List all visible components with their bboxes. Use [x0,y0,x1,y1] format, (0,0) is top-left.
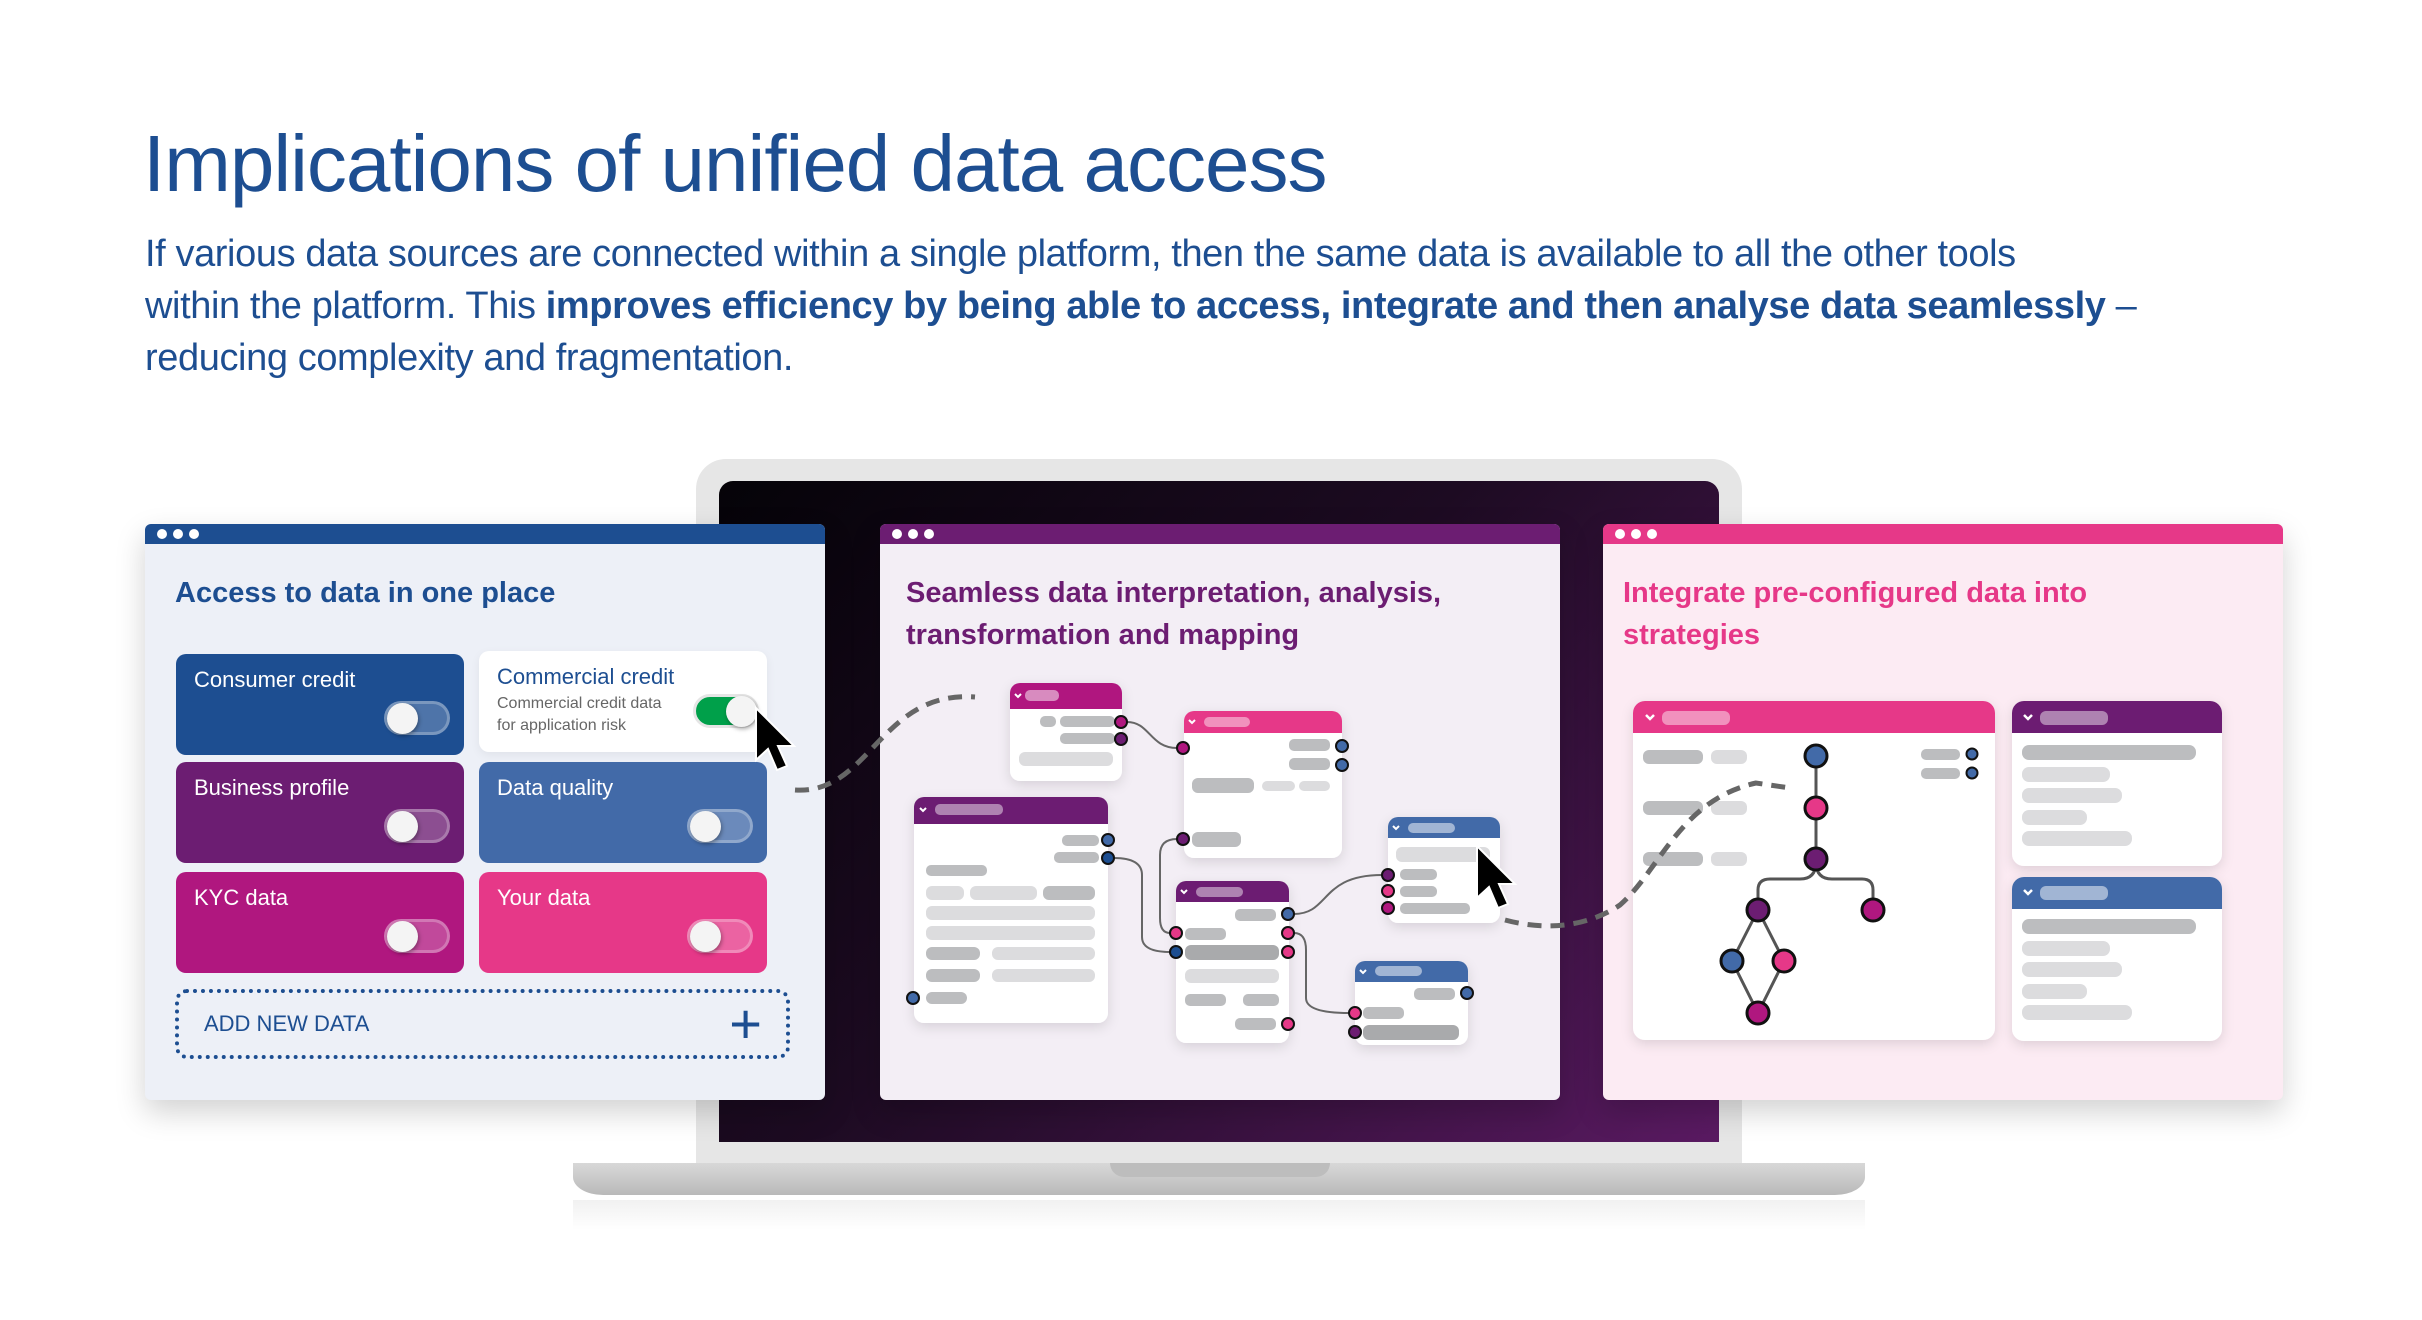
panel-title-line: Seamless data interpretation, analysis, [906,577,1442,609]
intro-paragraph: If various data sources are connected wi… [145,228,2137,384]
tile-label: Your data [497,885,591,910]
tile-label: Data quality [497,775,614,800]
window-dot-icon[interactable] [1631,529,1641,539]
toggle-knob [690,921,721,952]
commercial-credit-toggle[interactable] [693,694,759,728]
window-dot-icon[interactable] [908,529,918,539]
tile-label: Consumer credit [194,667,356,692]
page-title: Implications of unified data access [143,119,1327,208]
toggle-knob [387,811,418,842]
toggle-knob [387,703,418,734]
intro-highlight: improves efficiency by being able to acc… [545,285,2106,327]
tile-subtitle-line: Commercial credit data [497,695,662,712]
window-dot-icon[interactable] [173,529,183,539]
window-dot-icon[interactable] [892,529,902,539]
intro-line-2: within the platform. This [145,285,546,327]
panel-title-line: transformation and mapping [906,619,1300,651]
toggle-knob [726,696,757,727]
window-dot-icon[interactable] [924,529,934,539]
panel-title: Seamless data interpretation, analysis, t… [906,572,1441,656]
kyc-data-toggle[interactable] [384,919,450,953]
data-quality-toggle[interactable] [687,809,753,843]
toggle-knob [690,811,721,842]
panel-title-line: strategies [1623,619,1761,651]
strategy-window: Integrate pre-configured data into strate… [1603,524,2283,1100]
data-tile-data-quality[interactable]: Data quality [479,762,767,863]
window-dot-icon[interactable] [157,529,167,539]
add-new-data-button[interactable]: ADD NEW DATA + [175,989,790,1059]
consumer-credit-toggle[interactable] [384,701,450,735]
intro-line-3: reducing complexity and fragmentation. [145,337,794,379]
toggle-knob [387,921,418,952]
panel-title: Integrate pre-configured data into strate… [1623,572,2087,656]
panel-title: Access to data in one place [175,577,556,609]
tile-label: KYC data [194,885,289,910]
analysis-window: Seamless data interpretation, analysis, t… [880,524,1560,1100]
access-data-window: Access to data in one place Consumer cre… [145,524,825,1100]
window-dot-icon[interactable] [189,529,199,539]
data-tile-consumer-credit[interactable]: Consumer credit [176,654,464,755]
plus-icon: + [729,992,762,1055]
data-tile-commercial-credit[interactable]: Commercial credit Commercial credit data… [479,651,767,752]
tile-label: Commercial credit [497,664,675,689]
data-tile-business-profile[interactable]: Business profile [176,762,464,863]
panel-title-line: Integrate pre-configured data into [1623,577,2088,609]
tile-subtitle: Commercial credit data for application ri… [497,693,749,737]
data-tile-your-data[interactable]: Your data [479,872,767,973]
data-tile-kyc-data[interactable]: KYC data [176,872,464,973]
business-profile-toggle[interactable] [384,809,450,843]
intro-dash: – [2105,285,2137,327]
your-data-toggle[interactable] [687,919,753,953]
tile-subtitle-line: for application risk [497,717,626,734]
add-new-data-label: ADD NEW DATA [204,1011,370,1036]
laptop-notch [1110,1163,1330,1177]
window-dot-icon[interactable] [1647,529,1657,539]
intro-line-1: If various data sources are connected wi… [145,233,2016,275]
tile-label: Business profile [194,775,350,800]
window-titlebar [1603,524,2283,544]
window-dot-icon[interactable] [1615,529,1625,539]
laptop-reflection [573,1200,1865,1230]
window-titlebar [145,524,825,544]
window-titlebar [880,524,1560,544]
